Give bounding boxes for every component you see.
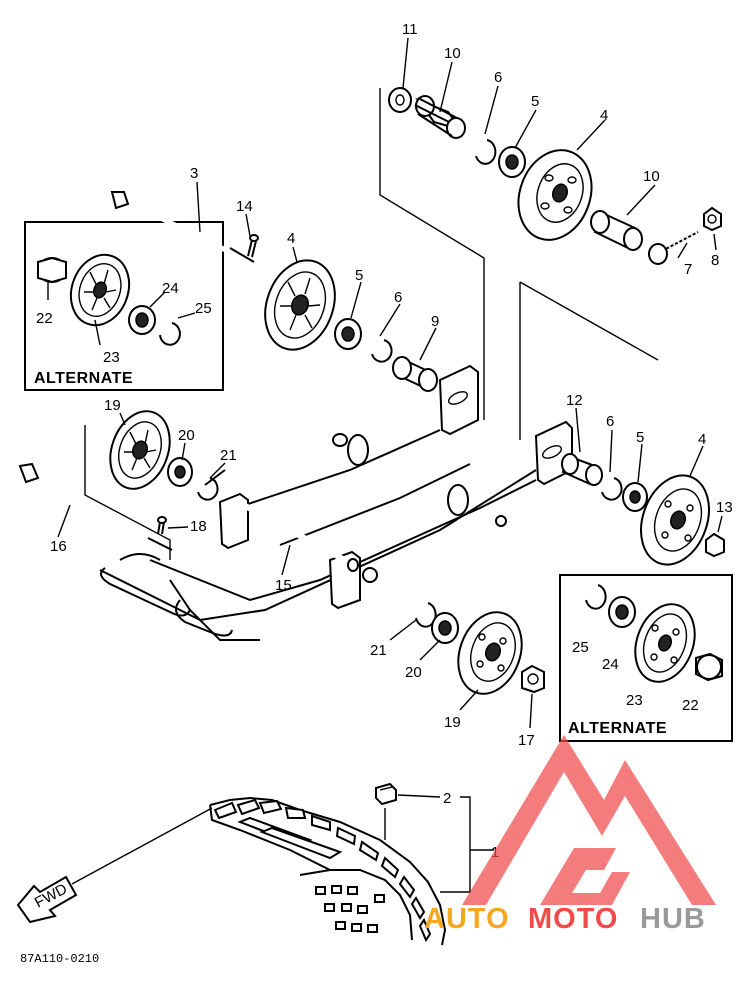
callout-21-lower: 21 bbox=[370, 642, 387, 659]
front-wheel-assembly: 19 20 21 18 16 15 bbox=[18, 397, 292, 594]
wheel-23-left bbox=[69, 253, 131, 327]
callout-6-upper: 6 bbox=[494, 69, 502, 86]
watermark-auto: AUTO bbox=[424, 903, 510, 935]
callout-22-left: 22 bbox=[36, 310, 53, 327]
callout-10-upper: 10 bbox=[444, 45, 461, 62]
callout-9: 9 bbox=[431, 313, 439, 330]
watermark-logo bbox=[462, 735, 716, 905]
alternate-label-right: ALTERNATE bbox=[568, 720, 667, 737]
callout-5-rear: 5 bbox=[636, 429, 644, 446]
callout-25-right: 25 bbox=[572, 639, 589, 656]
callout-15: 15 bbox=[275, 577, 292, 594]
drive-track: 2 1 bbox=[209, 782, 499, 946]
watermark-text: AUTO MOTO HUB bbox=[424, 903, 706, 935]
callout-24-left: 24 bbox=[162, 280, 179, 297]
forward-arrow: FWD bbox=[16, 807, 213, 924]
callout-25-left: 25 bbox=[195, 300, 212, 317]
alternate-box-left: 22 23 24 25 ALTERNATE bbox=[24, 221, 224, 391]
callout-2: 2 bbox=[443, 790, 451, 807]
callout-4-upper-left: 4 bbox=[287, 230, 295, 247]
alternate-box-right: 25 24 23 22 ALTERNATE bbox=[559, 574, 733, 742]
collar-22-right bbox=[695, 652, 723, 682]
rear-wheel-assembly: 12 6 5 4 13 bbox=[561, 392, 733, 566]
wheel-23-right bbox=[634, 603, 696, 683]
callout-20-lower: 20 bbox=[405, 664, 422, 681]
upper-rear-wheel-assembly: 11 10 6 5 4 10 7 8 bbox=[379, 21, 722, 440]
callout-5-upper-left: 5 bbox=[355, 267, 363, 284]
callout-12: 12 bbox=[566, 392, 583, 409]
circlip-25-right bbox=[585, 584, 607, 610]
circlip-25-left bbox=[159, 322, 181, 346]
alternate-label-left: ALTERNATE bbox=[34, 370, 133, 387]
callout-21-front: 21 bbox=[220, 447, 237, 464]
callout-14: 14 bbox=[236, 198, 253, 215]
watermark-hub: HUB bbox=[640, 903, 706, 935]
bearing-24-right bbox=[608, 596, 636, 628]
callout-18: 18 bbox=[190, 518, 207, 535]
track-lugs bbox=[213, 798, 432, 943]
callout-13: 13 bbox=[716, 499, 733, 516]
callout-8: 8 bbox=[711, 252, 719, 269]
callout-16: 16 bbox=[50, 538, 67, 555]
diagram-code: 87A110-0210 bbox=[20, 952, 99, 966]
bearing-24-left bbox=[128, 305, 156, 335]
upper-shaft-assembly: 3 14 4 5 6 9 bbox=[110, 165, 439, 392]
callout-23-right: 23 bbox=[626, 692, 643, 709]
callout-3: 3 bbox=[190, 165, 198, 182]
callout-4-rear: 4 bbox=[698, 431, 706, 448]
callout-6-upper-left: 6 bbox=[394, 289, 402, 306]
callout-19-lower: 19 bbox=[444, 714, 461, 731]
callout-23-left: 23 bbox=[103, 349, 120, 366]
callout-24-right: 24 bbox=[602, 656, 619, 673]
callout-10-right: 10 bbox=[643, 168, 660, 185]
lower-center-wheel-assembly: 21 20 19 17 bbox=[370, 602, 545, 749]
callout-22-right: 22 bbox=[682, 697, 699, 714]
callout-11: 11 bbox=[402, 21, 418, 38]
callout-17: 17 bbox=[518, 732, 535, 749]
callout-6-rear: 6 bbox=[606, 413, 614, 430]
callout-20-front: 20 bbox=[178, 427, 195, 444]
collar-22-left bbox=[37, 256, 67, 284]
watermark-moto: MOTO bbox=[528, 903, 618, 935]
callout-19-front: 19 bbox=[104, 397, 121, 414]
callout-7: 7 bbox=[684, 261, 692, 278]
callout-4-upper: 4 bbox=[600, 107, 608, 124]
slide-rail-frame bbox=[99, 364, 573, 641]
callout-5-upper: 5 bbox=[531, 93, 539, 110]
